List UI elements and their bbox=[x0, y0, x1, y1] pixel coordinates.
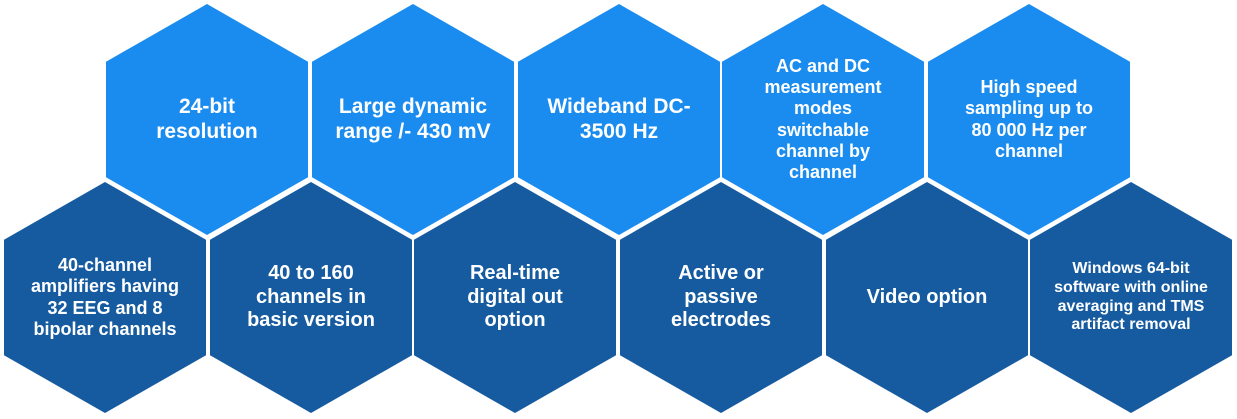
hex-label: Video option bbox=[866, 285, 988, 308]
hex-label: 24-bit resolution bbox=[156, 94, 258, 143]
hex-40-channel-amplifiers: 40-channel amplifiers having 32 EEG and … bbox=[4, 182, 206, 413]
hex-label: Active or passive electrodes bbox=[670, 262, 772, 332]
hex-label: Windows 64-bit software with online aver… bbox=[1054, 259, 1208, 334]
hex-label: AC and DC measurement modes switchable c… bbox=[764, 55, 882, 182]
hex-ac-dc-modes: AC and DC measurement modes switchable c… bbox=[722, 4, 924, 235]
hex-label: Large dynamic range /- 430 mV bbox=[335, 94, 491, 143]
hex-label: 40 to 160 channels in basic version bbox=[247, 262, 375, 332]
hex-label: Real-time digital out option bbox=[467, 262, 563, 332]
hex-label: 40-channel amplifiers having 32 EEG and … bbox=[30, 255, 180, 339]
hex-electrodes: Active or passive electrodes bbox=[620, 182, 822, 413]
hex-label: Wideband DC-3500 Hz bbox=[547, 94, 691, 143]
hex-label: High speed sampling up to 80 000 Hz per … bbox=[965, 77, 1093, 161]
hex-wideband: Wideband DC-3500 Hz bbox=[518, 4, 720, 235]
hex-video-option: Video option bbox=[826, 182, 1028, 413]
